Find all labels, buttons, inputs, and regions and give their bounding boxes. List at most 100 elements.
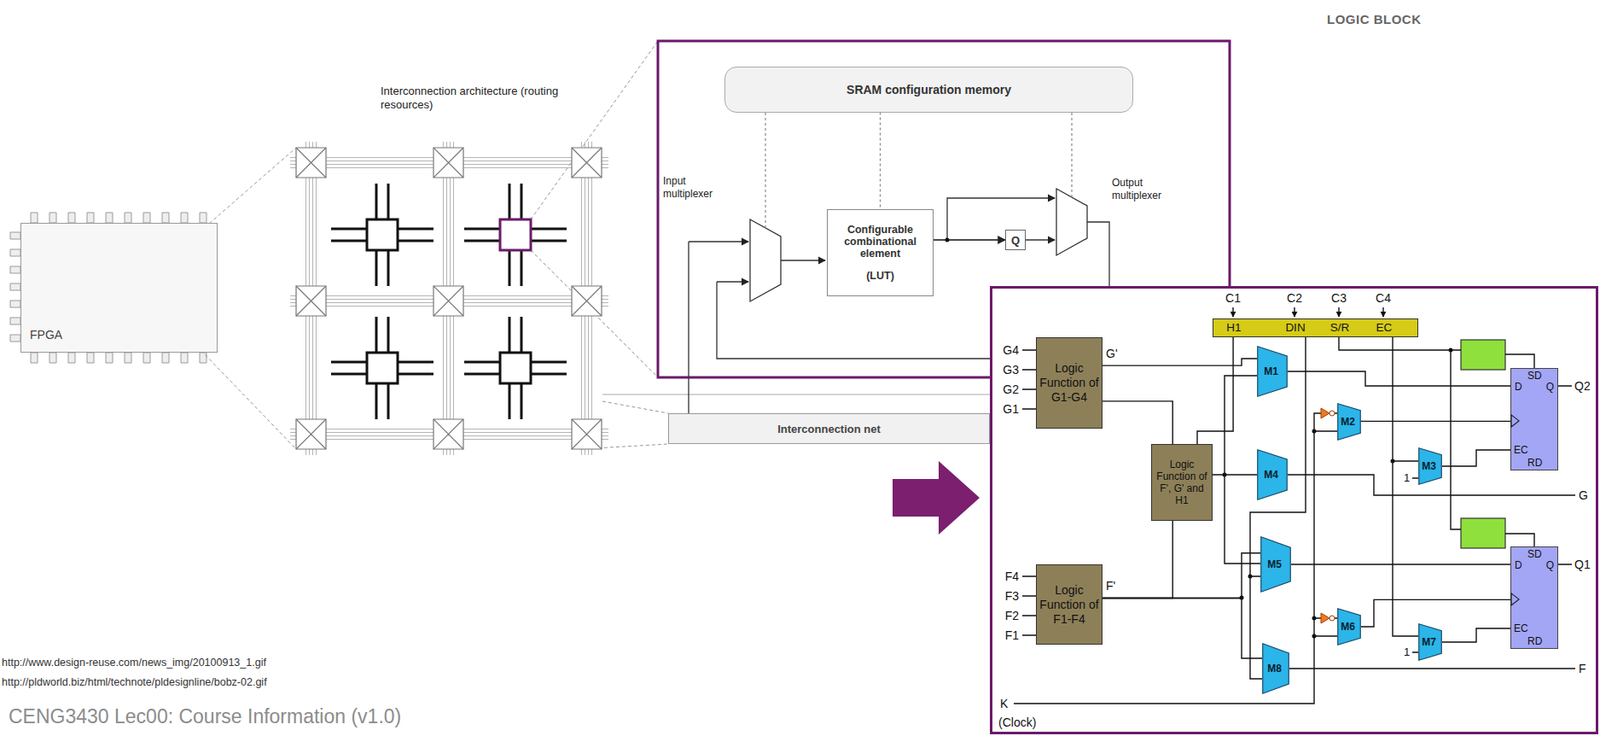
signal-wire	[1197, 337, 1234, 444]
signal-note: (Clock)	[998, 715, 1036, 729]
signal-wire	[1361, 599, 1511, 627]
switch-box	[296, 147, 602, 449]
footer-title: CENG3430 Lec00: Course Information (v1.0…	[8, 704, 402, 728]
signal-wire	[1212, 473, 1257, 475]
signal-arrow	[716, 280, 749, 282]
source-url: http://pldworld.biz/html/technote/pldesi…	[1, 675, 268, 690]
grid-logic-block	[366, 352, 398, 384]
signal-name: C3	[1331, 290, 1347, 305]
mux-shape	[1419, 448, 1443, 485]
signal-name: K	[1000, 696, 1008, 710]
inverter-bubble	[1329, 410, 1335, 416]
box-label: Q	[1011, 233, 1020, 247]
signal-name: Q2	[1574, 378, 1591, 393]
routing-channel	[290, 141, 609, 455]
clb-detail-frame	[991, 287, 1598, 734]
constant-value: 1	[1403, 471, 1410, 485]
signal-wire	[1102, 358, 1257, 366]
signal-wire	[878, 112, 881, 210]
signal-wire	[1102, 552, 1261, 599]
part-label: Input multiplexer	[663, 174, 735, 201]
pin-name: SD	[1527, 369, 1542, 382]
mux-shape	[1338, 608, 1362, 646]
signal-wire	[1102, 401, 1173, 444]
config-memory-box: SRAM configuration memory	[724, 66, 1134, 113]
chip-label: FPGA	[29, 327, 63, 342]
multiplexer: M7	[1418, 622, 1443, 661]
box-label: SRAM configuration memory	[846, 82, 1012, 97]
signal-wire	[1102, 597, 1263, 658]
box-label: Logic Function of F1-F4	[1039, 582, 1100, 627]
signal-name: EC	[1376, 319, 1393, 336]
output-mux-symbol	[1056, 188, 1088, 256]
signal-name: F4	[1005, 569, 1019, 583]
signal-wire	[1102, 520, 1173, 598]
signal-arrow	[688, 240, 749, 242]
pin-name: SD	[1527, 547, 1542, 560]
signal-wire	[1361, 420, 1511, 423]
pin-name: Q	[1546, 380, 1554, 393]
input-arrow	[1382, 307, 1384, 317]
signal-name: G3	[1002, 362, 1019, 377]
logic-function-box: Logic Function of F1-F4	[1035, 564, 1103, 645]
zoom-guide-line	[155, 40, 669, 449]
multiplexer: M1	[1256, 345, 1288, 397]
signal-arrow	[1025, 238, 1055, 240]
junction-dot	[945, 238, 1454, 639]
pin-name: EC	[1513, 443, 1529, 456]
signal-name: G'	[1105, 346, 1118, 361]
clock-input-symbol	[1511, 593, 1519, 606]
signal-name: F2	[1005, 608, 1019, 623]
mux-label: M7	[1421, 635, 1437, 648]
logic-function-box: Logic Function of G1-G4	[1035, 337, 1103, 429]
multiplexer: M4	[1256, 448, 1288, 501]
clock-input-symbol	[1511, 414, 1519, 427]
pin-name: RD	[1527, 634, 1542, 647]
signal-wire	[1442, 449, 1511, 466]
signal-name: Q1	[1574, 557, 1591, 571]
signal-name: G2	[1002, 382, 1019, 396]
multiplexer: M3	[1418, 447, 1443, 485]
signal-name: F	[1578, 661, 1587, 675]
signal-wire	[1291, 563, 1511, 565]
mux-label: M2	[1340, 415, 1356, 428]
multiplexer: M5	[1260, 535, 1292, 593]
signal-name: C2	[1286, 290, 1303, 305]
inverter-bubble	[1329, 615, 1335, 621]
multiplexer: M8	[1262, 642, 1290, 694]
signal-name: H1	[1226, 319, 1241, 336]
signal-name: DIN	[1285, 319, 1305, 336]
signal-name: F1	[1005, 628, 1019, 642]
logic-block: LOGIC BLOCKSRAM configuration memoryConf…	[657, 40, 1230, 378]
mux-label: M8	[1267, 662, 1282, 675]
signal-name: C4	[1375, 290, 1391, 305]
mux-label: M4	[1263, 468, 1279, 481]
box-label: Configurable combinational element	[831, 223, 930, 260]
signal-wire	[1442, 628, 1511, 642]
section-label: Interconnection architecture (routing re…	[380, 84, 577, 112]
mux-shape	[1257, 346, 1288, 397]
signal-wire	[1287, 371, 1511, 386]
pin-name: EC	[1513, 622, 1529, 635]
register-box: Q	[1005, 229, 1026, 251]
connection-wire	[331, 183, 567, 419]
multiplexer: M2	[1337, 402, 1362, 441]
mux-shape	[1257, 449, 1288, 501]
fpga-chip: FPGA	[20, 222, 218, 353]
signal-name: G	[1578, 488, 1589, 502]
mux-shape	[1338, 403, 1362, 441]
signal-arrow	[780, 259, 826, 261]
input-mux-symbol	[750, 219, 781, 302]
constant-value: 1	[1403, 645, 1410, 659]
interconnect-band: Interconnection net	[668, 413, 990, 444]
set-reset-logic	[1460, 339, 1506, 370]
source-url: http://www.design-reuse.com/news_img/201…	[1, 656, 267, 670]
block-heading: LOGIC BLOCK	[1326, 11, 1422, 27]
pin-name: D	[1514, 558, 1523, 571]
logic-function-box: Logic Function of F', G' and H1	[1151, 443, 1213, 521]
signal-name: F'	[1105, 578, 1116, 593]
signal-name: G1	[1002, 401, 1019, 416]
control-input-bar: H1DINS/REC	[1212, 318, 1419, 338]
mux-label: M5	[1267, 558, 1282, 571]
grid-logic-block-highlight	[500, 219, 531, 251]
